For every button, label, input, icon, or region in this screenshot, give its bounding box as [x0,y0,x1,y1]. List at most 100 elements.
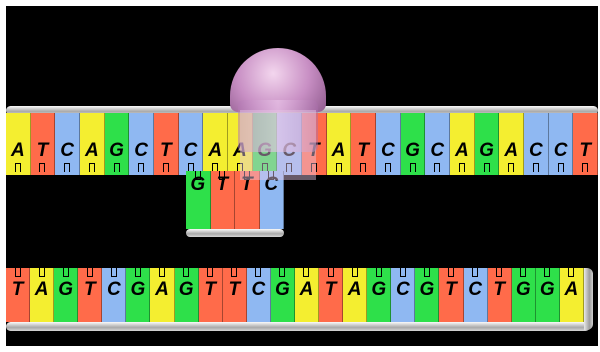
top-strand-base: C [524,113,549,175]
bottom-strand-bond-tick [544,268,550,277]
fragment-base: T [211,171,236,229]
top-strand-base: A [499,113,524,175]
top-strand-bond-tick [114,163,120,172]
fragment-bond-tick [195,171,201,180]
top-strand-base: C [549,113,574,175]
bottom-strand-bond-tick [231,268,237,277]
bottom-strand-base: A [560,268,584,322]
top-strand-bond-tick [15,163,21,172]
bottom-strand-bond-tick [183,268,189,277]
bottom-strand-bond-tick [328,268,334,277]
bottom-strand-bond-tick [376,268,382,277]
top-strand-base-letter: C [376,141,400,161]
bottom-strand-base-letter: T [199,280,222,300]
bottom-strand-bond-tick [111,268,117,277]
top-strand-base-letter: C [179,141,203,161]
top-strand-bond-tick [385,163,391,172]
top-strand-base: C [425,113,450,175]
bottom-strand-bond-tick [135,268,141,277]
bottom-strand-base-letter: T [6,280,29,300]
bottom-strand-bond-tick [352,268,358,277]
bottom-strand-bond-tick [279,268,285,277]
bottom-strand-backbone [6,322,590,331]
bottom-strand-base-letter: G [175,280,198,300]
bottom-strand-base: A [343,268,367,322]
top-strand-bond-tick [410,163,416,172]
bottom-strand-base: G [536,268,560,322]
top-strand-bond-tick [163,163,169,172]
top-strand-base: T [154,113,179,175]
top-strand-base: A [6,113,31,175]
top-strand-base-letter: C [524,141,548,161]
bottom-strand-base: T [199,268,223,322]
bottom-strand-base-letter: A [295,280,318,300]
top-strand-base-letter: T [31,141,55,161]
bottom-strand-bond-tick [496,268,502,277]
bottom-strand-base-letter: C [464,280,487,300]
top-strand-base-letter: A [499,141,523,161]
top-strand-base: G [475,113,500,175]
bottom-strand-base: G [126,268,150,322]
bottom-strand-base: C [391,268,415,322]
bottom-strand-bond-tick [255,268,261,277]
top-strand-bond-tick [533,163,539,172]
top-strand-base: T [573,113,598,175]
bottom-strand-base-letter: T [223,280,246,300]
bottom-strand-base: A [30,268,54,322]
bottom-strand-base-letter: G [126,280,149,300]
bottom-strand-bond-tick [159,268,165,277]
top-strand-bond-tick [39,163,45,172]
top-strand-bond-tick [459,163,465,172]
fragment-bond-tick [219,171,225,180]
bottom-strand-bond-tick [63,268,69,277]
bottom-strand-base: G [54,268,78,322]
top-strand-base-letter: A [450,141,474,161]
bottom-strand-bond-tick [448,268,454,277]
top-strand-base: T [351,113,376,175]
enzyme-glow [240,110,316,180]
bottom-strand-base-letter: G [271,280,294,300]
bottom-strand-base: G [271,268,295,322]
top-strand-bond-tick [336,163,342,172]
bottom-strand-bond-tick [400,268,406,277]
bottom-strand-base-letter: G [54,280,77,300]
bottom-strand-bond-tick [39,268,45,277]
top-strand-base-letter: C [55,141,79,161]
top-strand-base-letter: T [573,141,597,161]
top-strand-base-letter: A [80,141,104,161]
fragment-base: G [186,171,211,229]
top-strand-base: G [105,113,130,175]
top-strand-base: C [179,113,204,175]
bottom-strand-base-letter: T [78,280,101,300]
top-strand-base-letter: G [401,141,425,161]
bottom-strand-base-letter: A [150,280,173,300]
bottom-strand-base: C [247,268,271,322]
bottom-strand-base-letter: T [439,280,462,300]
bottom-strand-base-letter: C [391,280,414,300]
bottom-strand-base: G [512,268,536,322]
top-strand-base-letter: A [203,141,227,161]
bottom-strand-base-letter: C [247,280,270,300]
bottom-strand-base-letter: T [319,280,342,300]
bottom-strand-base: A [295,268,319,322]
top-strand-base: C [55,113,80,175]
bottom-strand-base-letter: A [560,280,583,300]
top-strand-base: A [80,113,105,175]
top-strand-base-letter: G [475,141,499,161]
top-strand-base-letter: C [549,141,573,161]
bottom-strand-bond-tick [472,268,478,277]
bottom-strand-base-letter: G [415,280,438,300]
bottom-strand-bond-tick [568,268,574,277]
bottom-strand-base-letter: G [512,280,535,300]
bottom-strand-base: T [223,268,247,322]
bottom-strand-base-letter: A [343,280,366,300]
top-strand-bond-tick [138,163,144,172]
top-strand-base: T [31,113,56,175]
top-strand-base-letter: G [105,141,129,161]
bottom-strand-bond-tick [207,268,213,277]
bottom-strand-base: C [464,268,488,322]
top-strand-bond-tick [64,163,70,172]
bottom-strand-bond-tick [87,268,93,277]
top-strand-base-letter: T [351,141,375,161]
